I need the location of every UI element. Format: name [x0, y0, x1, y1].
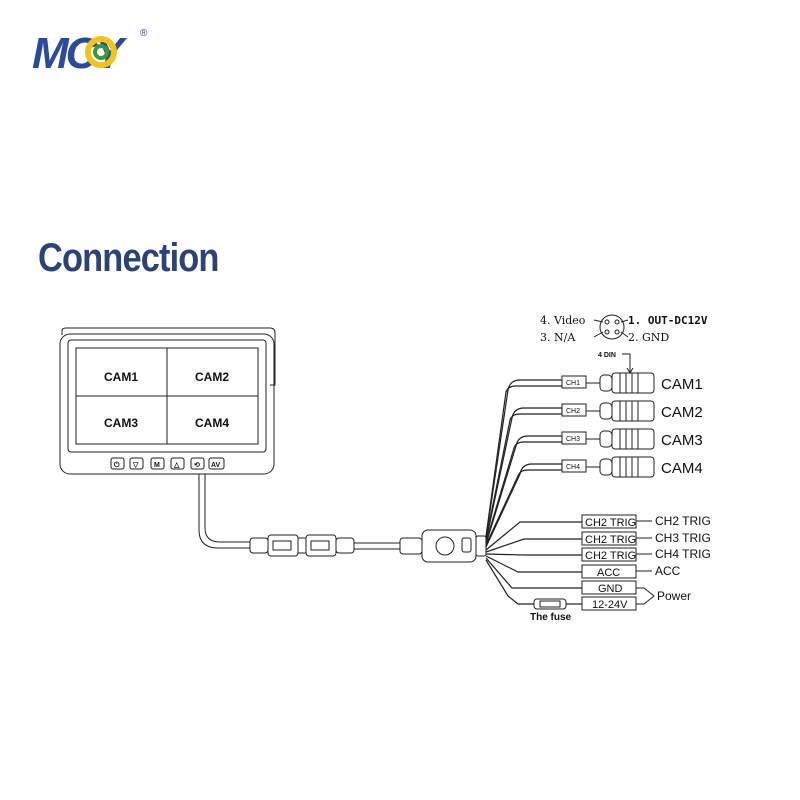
power-icon: ⏻	[114, 461, 120, 469]
quadrant-label: CAM4	[195, 416, 229, 430]
channel-tag: CH4	[566, 464, 580, 471]
up-button[interactable]: △	[170, 457, 185, 470]
wire-box-label: CH2 TRIG	[585, 550, 636, 562]
camera-branch-wires	[485, 379, 562, 548]
channel-tag: CH3	[566, 436, 580, 443]
camera-input-row: CH3 CAM3	[561, 428, 703, 450]
monitor-sunshade	[61, 327, 276, 386]
down-icon: ▽	[132, 462, 139, 469]
control-wire-row: ACC ACC	[581, 564, 681, 579]
wire-box-label: GND	[598, 583, 623, 595]
pin-label: 2. GND	[628, 331, 669, 344]
camera-label: CAM2	[661, 404, 703, 421]
camera-input-row: CH1 CAM1	[561, 372, 703, 394]
connector-pinout: 4. Video 3. N/A 1. OUT-DC12V 2. GND 4 DI…	[540, 314, 708, 374]
control-wires	[485, 521, 582, 605]
wire-function-label: ACC	[655, 564, 681, 578]
up-icon: △	[173, 462, 180, 469]
camera-input-row: CH4 CAM4	[561, 456, 703, 478]
control-wire-row: 12-24V	[581, 596, 637, 611]
wire-box-label: CH2 TRIG	[585, 534, 636, 546]
power-bracket	[636, 587, 655, 605]
logo-swirl-inner-icon	[93, 44, 109, 60]
down-button[interactable]: ▽	[129, 457, 144, 470]
menu-button[interactable]: M	[150, 457, 165, 470]
menu-icon: M	[154, 462, 160, 469]
monitor: CAM1 CAM2 CAM3 CAM4 ⏻ ▽ M △ ⟲ AV	[59, 327, 276, 475]
power-label: Power	[657, 589, 691, 603]
monitor-cable	[198, 474, 250, 549]
wire-box-label: ACC	[597, 567, 620, 579]
channel-tag: CH2	[566, 408, 580, 415]
pin-label: 4. Video	[540, 314, 586, 327]
fuse-label: The fuse	[530, 612, 572, 623]
brand-logo: MCY ®	[32, 28, 148, 78]
control-wire-row: GND	[581, 580, 637, 595]
pin-label: 1. OUT-DC12V	[628, 314, 708, 327]
camera-label: CAM4	[661, 460, 703, 477]
fuse	[533, 598, 567, 610]
quadrant-label: CAM1	[104, 370, 138, 384]
registered-mark: ®	[140, 28, 148, 39]
mode-icon: ⟲	[194, 462, 200, 469]
wire-function-label: CH2 TRIG	[655, 514, 711, 528]
camera-label: CAM1	[661, 376, 703, 393]
quadrant-label: CAM2	[195, 370, 229, 384]
channel-tag: CH1	[566, 380, 580, 387]
camera-input-row: CH2 CAM2	[561, 400, 703, 422]
splitter-box	[399, 529, 487, 563]
inline-connector	[249, 534, 355, 557]
quadrant-label: CAM3	[104, 416, 138, 430]
wire-function-label: CH4 TRIG	[655, 547, 711, 561]
wire-function-label: CH3 TRIG	[655, 531, 711, 545]
page-title: Connection	[38, 236, 219, 280]
camera-label: CAM3	[661, 432, 703, 449]
mode-button[interactable]: ⟲	[190, 457, 205, 470]
power-button[interactable]: ⏻	[110, 457, 125, 470]
control-wire-row: CH2 TRIG CH3 TRIG	[581, 531, 711, 546]
pin-label: 3. N/A	[540, 331, 576, 344]
av-button[interactable]: AV	[208, 457, 225, 470]
wire-box-label: CH2 TRIG	[585, 517, 636, 529]
connector-type-label: 4 DIN	[598, 352, 616, 359]
logo-swirl-icon	[85, 36, 117, 68]
wire-box-label: 12-24V	[592, 599, 628, 611]
monitor-bezel	[59, 333, 275, 475]
av-icon: AV	[211, 462, 221, 469]
control-wire-row: CH2 TRIG CH4 TRIG	[581, 547, 711, 562]
control-wire-row: CH2 TRIG CH2 TRIG	[581, 514, 711, 529]
monitor-frame	[67, 339, 267, 453]
